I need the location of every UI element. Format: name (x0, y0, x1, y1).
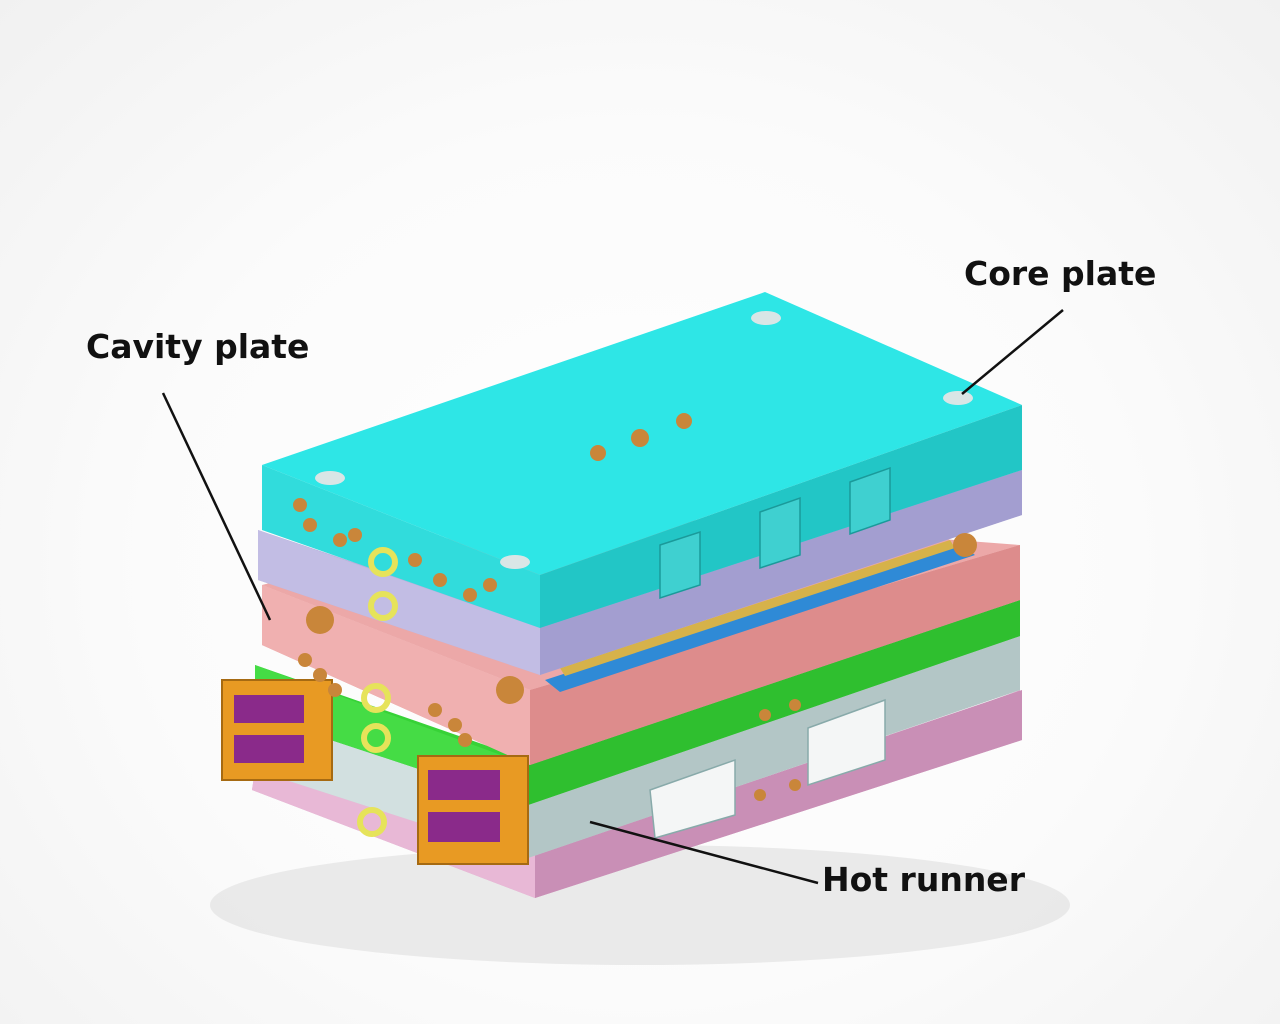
water-fittings (293, 498, 977, 801)
core-plate-label: Core plate (964, 254, 1157, 293)
core-plate (262, 292, 1022, 628)
connector-block-left (221, 679, 333, 781)
eyebolts (357, 547, 398, 837)
leader-line-cavity-plate (161, 392, 272, 621)
leader-line-core-plate (961, 309, 1064, 395)
floor-shadow (210, 845, 1070, 965)
cavity-plate-label: Cavity plate (86, 327, 310, 366)
core-backing-plate (258, 470, 1022, 675)
hot-runner-label: Hot runner (822, 860, 1025, 899)
connector-block-right (417, 755, 529, 865)
leader-line-hot-runner (589, 820, 819, 885)
